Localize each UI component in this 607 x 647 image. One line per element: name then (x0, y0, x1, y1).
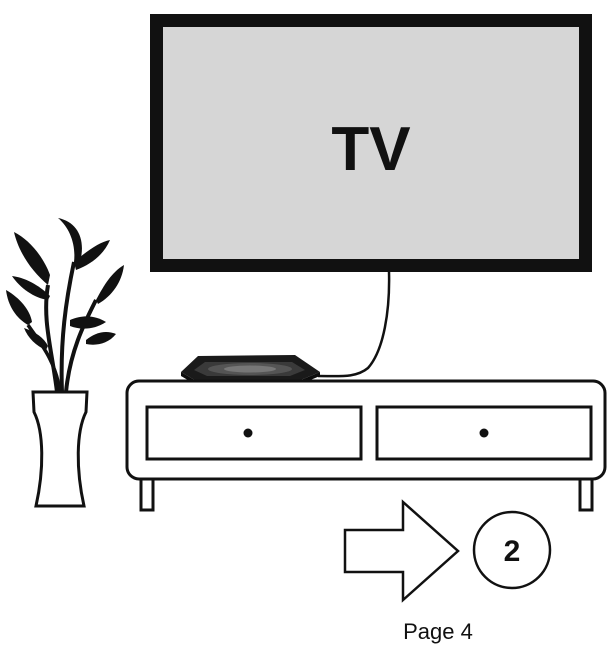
page-label: Page 4 (403, 619, 473, 644)
arrow-right-icon (345, 502, 458, 600)
tv-label: TV (331, 115, 410, 184)
stand-drawer-left (147, 407, 361, 459)
stand-leg-right (580, 479, 592, 510)
tv: TV (150, 14, 592, 272)
step-indicator: 2 (474, 512, 550, 588)
drawer-knob-right (480, 429, 489, 438)
tv-stand (127, 381, 605, 510)
drawer-knob-left (244, 429, 253, 438)
stand-leg-left (141, 479, 153, 510)
plant-vase-icon (6, 218, 124, 506)
hdmi-cable (318, 272, 389, 376)
step-number: 2 (504, 535, 521, 568)
